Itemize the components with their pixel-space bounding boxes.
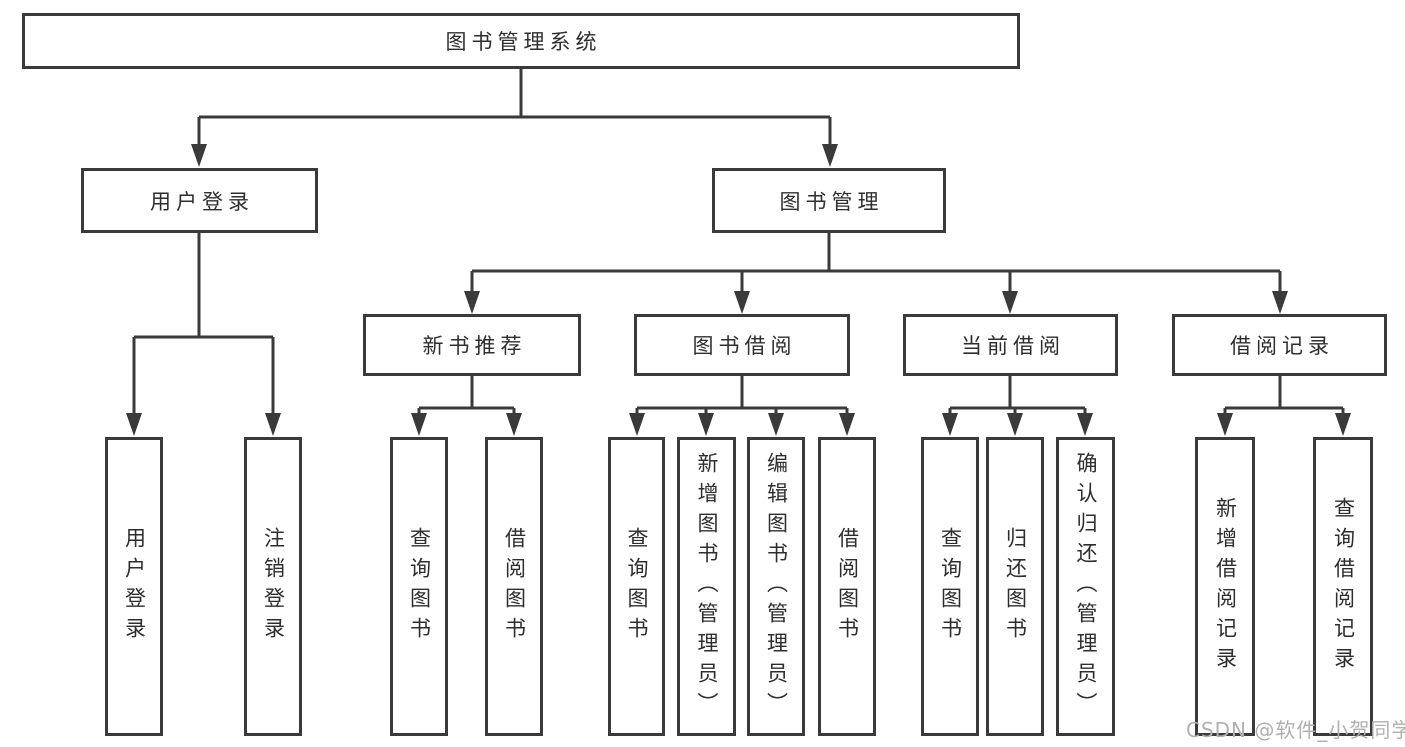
node-book-management: 图书管理 bbox=[712, 168, 946, 233]
leaf-add-borrow-record-label: 新增借阅记录 bbox=[1213, 496, 1238, 677]
leaf-user-login: 用户登录 bbox=[105, 437, 163, 736]
leaf-query-borrow-record: 查询借阅记录 bbox=[1313, 437, 1373, 736]
leaf-confirm-return-admin: 确认归还（管理员） bbox=[1056, 437, 1115, 736]
leaf-borrow-books-recommend: 借阅图书 bbox=[485, 437, 543, 736]
leaf-user-login-label: 用户登录 bbox=[122, 526, 147, 647]
node-current-borrowing: 当前借阅 bbox=[903, 314, 1118, 376]
leaf-borrow-books-borrowing: 借阅图书 bbox=[818, 437, 876, 736]
leaf-edit-book-admin: 编辑图书（管理员） bbox=[747, 437, 805, 736]
leaf-edit-book-admin-label: 编辑图书（管理员） bbox=[764, 451, 789, 722]
leaf-logout-label: 注销登录 bbox=[261, 526, 286, 647]
leaf-query-books-borrowing-label: 查询图书 bbox=[625, 526, 649, 647]
leaf-borrow-books-borrowing-label: 借阅图书 bbox=[835, 526, 860, 647]
leaf-query-books-current: 查询图书 bbox=[921, 437, 979, 736]
leaf-confirm-return-admin-label: 确认归还（管理员） bbox=[1074, 451, 1098, 722]
leaf-logout: 注销登录 bbox=[244, 437, 302, 736]
watermark: CSDN @软件_小贺同学 bbox=[1186, 718, 1405, 742]
leaf-return-books-label: 归还图书 bbox=[1003, 526, 1028, 647]
leaf-add-book-admin: 新增图书（管理员） bbox=[677, 437, 736, 736]
leaf-query-books-recommend-label: 查询图书 bbox=[407, 526, 432, 647]
leaf-query-borrow-record-label: 查询借阅记录 bbox=[1331, 496, 1356, 677]
leaf-add-borrow-record: 新增借阅记录 bbox=[1195, 437, 1255, 736]
leaf-borrow-books-recommend-label: 借阅图书 bbox=[502, 526, 527, 647]
node-borrowing-records: 借阅记录 bbox=[1172, 314, 1387, 376]
leaf-return-books: 归还图书 bbox=[986, 437, 1044, 736]
node-new-book-recommendation: 新书推荐 bbox=[363, 314, 581, 376]
node-library-management-system: 图书管理系统 bbox=[22, 13, 1020, 69]
leaf-query-books-recommend: 查询图书 bbox=[390, 437, 448, 736]
leaf-query-books-current-label: 查询图书 bbox=[938, 526, 963, 647]
leaf-add-book-admin-label: 新增图书（管理员） bbox=[695, 451, 719, 722]
leaf-query-books-borrowing: 查询图书 bbox=[608, 437, 665, 736]
node-book-borrowing: 图书借阅 bbox=[634, 314, 850, 376]
node-user-login: 用户登录 bbox=[81, 168, 318, 233]
